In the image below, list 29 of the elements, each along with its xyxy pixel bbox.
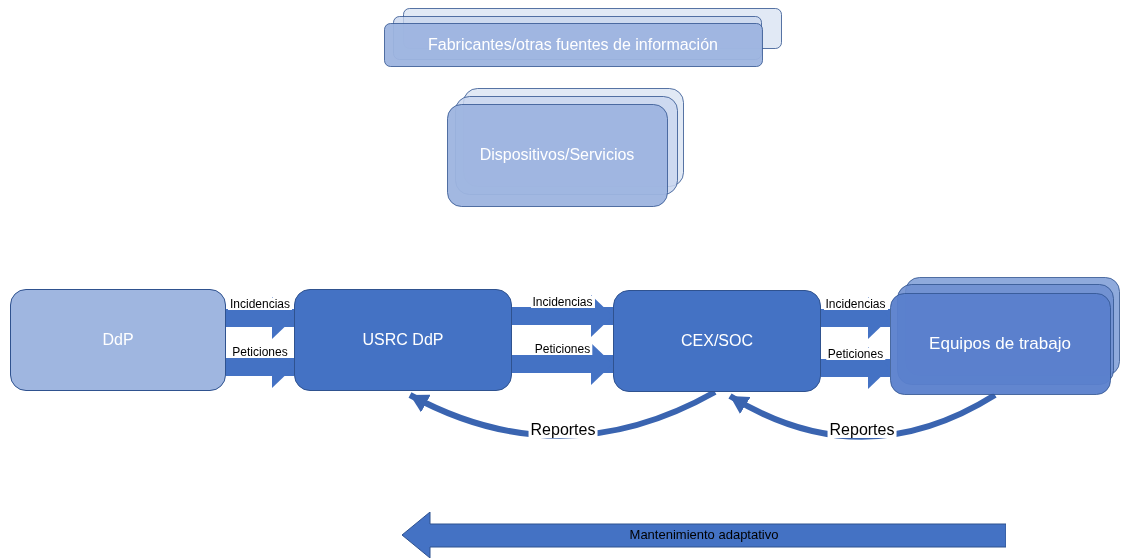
rounded-box xyxy=(613,290,821,392)
edge-label: Incidencias xyxy=(228,298,292,310)
edge-label: Reportes xyxy=(528,422,598,438)
box-label: Dispositivos/Servicios xyxy=(479,145,635,165)
box-label: Fabricantes/otras fuentes de información xyxy=(428,34,718,55)
edge-label: Incidencias xyxy=(530,296,595,308)
block-arrow xyxy=(821,347,890,389)
rounded-box xyxy=(10,289,226,391)
rounded-box xyxy=(294,289,512,391)
edge-label: Peticiones xyxy=(825,348,886,360)
box-label: Equipos de trabajo xyxy=(929,332,1071,355)
stacked-box xyxy=(447,88,684,207)
edge-label: Incidencias xyxy=(823,298,888,310)
stacked-box xyxy=(890,277,1120,395)
block-arrow xyxy=(512,295,613,337)
box-label: USRC DdP xyxy=(362,330,444,350)
arrow-banner xyxy=(402,512,1006,558)
block-arrow xyxy=(226,297,294,339)
block-arrow xyxy=(821,297,890,339)
edge-label: Peticiones xyxy=(230,346,290,358)
edge-label: Peticiones xyxy=(532,343,593,355)
curved-arrow xyxy=(728,392,997,440)
edge-label: Reportes xyxy=(827,422,897,438)
box-label: DdP xyxy=(102,330,134,350)
block-arrow xyxy=(512,343,613,385)
box-label: Mantenimiento adaptativo xyxy=(629,526,779,544)
curved-arrow xyxy=(408,389,717,439)
box-label: CEX/SOC xyxy=(681,331,753,351)
stacked-box xyxy=(384,8,782,67)
